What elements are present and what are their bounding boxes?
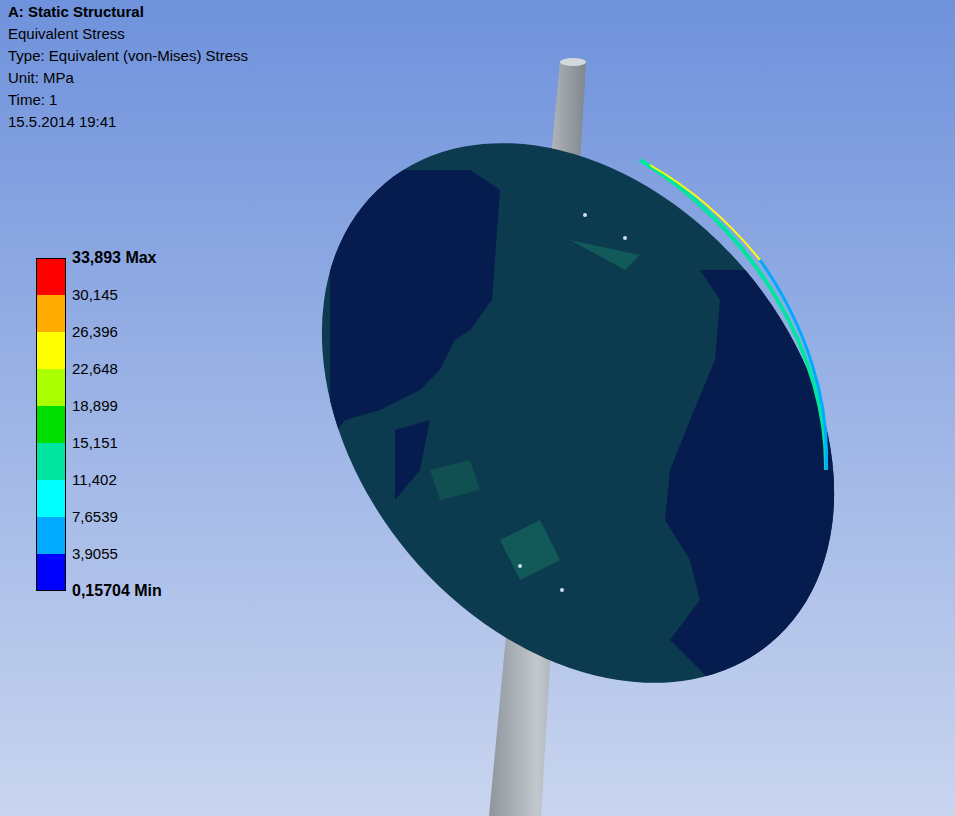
rim-stress [760,260,827,470]
result-info: Unit: MPa [8,69,74,87]
legend-swatch [36,517,66,554]
valve-disc [300,120,860,720]
stem-end [560,58,586,66]
legend-swatch [36,554,66,591]
legend-value: 22,648 [72,360,118,378]
legend-swatch [36,258,66,295]
legend-value: 7,6539 [72,508,118,526]
hot-spot [560,588,564,592]
result-info: Equivalent Stress [8,25,125,43]
legend-swatch [36,480,66,517]
rim-stress [640,160,826,470]
hot-spot [623,236,627,240]
legend-value: 26,396 [72,323,118,341]
legend-value: 3,9055 [72,545,118,563]
legend-value: 15,151 [72,434,118,452]
legend-value: 33,893 Max [72,249,157,267]
legend-swatch [36,406,66,443]
result-title: A: Static Structural [8,3,144,21]
legend-swatch [36,295,66,332]
legend-min: 0,15704 Min [72,582,162,600]
legend-value: 30,145 [72,286,118,304]
hot-spot [583,213,587,217]
result-info: Type: Equivalent (von-Mises) Stress [8,47,248,65]
result-info: 15.5.2014 19:41 [8,113,116,131]
rim-stress [650,165,760,260]
legend-value: 11,402 [72,471,117,489]
hot-spot [518,564,522,568]
legend-swatch [36,369,66,406]
result-info: Time: 1 [8,91,57,109]
legend-swatch [36,332,66,369]
legend-value: 18,899 [72,397,118,415]
legend-swatch [36,443,66,480]
